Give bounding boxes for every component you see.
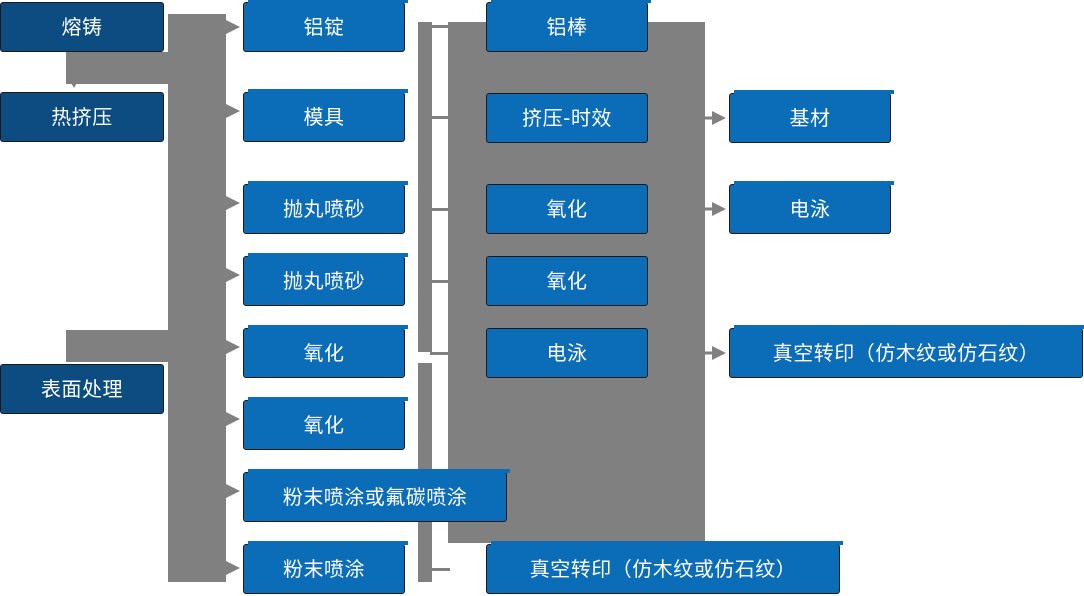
node-powder-or-fluorocarbon-coating[interactable]: 粉末喷涂或氟碳喷涂 (243, 469, 510, 522)
node-electrophoresis-2[interactable]: 电泳 (729, 181, 894, 234)
node-oxidation-4[interactable]: 氧化 (486, 256, 648, 306)
node-shot-blasting-2[interactable]: 抛丸喷砂 (243, 253, 408, 306)
arrowhead-to-oxidation-1 (226, 340, 240, 354)
node-stage-surface-treatment[interactable]: 表面处理 (0, 364, 164, 414)
connector-link-4 (430, 280, 450, 283)
node-label: 电泳 (546, 341, 588, 365)
node-label: 铝棒 (546, 15, 588, 39)
arrowhead-to-oxidation-2 (226, 412, 240, 426)
arrowhead-to-mold (226, 104, 240, 118)
node-label: 电泳 (789, 197, 831, 221)
connector-link-6 (430, 568, 450, 571)
node-stage-melt-cast[interactable]: 熔铸 (0, 2, 164, 52)
node-oxidation-1[interactable]: 氧化 (243, 325, 408, 378)
arrowhead-to-substrate (712, 111, 726, 125)
node-label: 真空转印（仿木纹或仿石纹） (772, 341, 1040, 365)
arrowhead-to-vacuum-transfer-right (712, 346, 726, 360)
node-label: 挤压-时效 (522, 106, 612, 130)
node-electrophoresis-1[interactable]: 电泳 (486, 328, 648, 378)
arrowhead-to-aluminum-ingot (226, 20, 240, 34)
node-label: 氧化 (303, 341, 345, 365)
node-extrusion-aging[interactable]: 挤压-时效 (486, 93, 648, 143)
connector-link-2 (430, 116, 450, 119)
arrowhead-to-shot-blasting-1 (226, 196, 240, 210)
node-powder-coating[interactable]: 粉末喷涂 (243, 541, 408, 594)
node-stage-hot-extrusion[interactable]: 热挤压 (0, 92, 164, 142)
arrowhead-to-electrophoresis-2 (712, 202, 726, 216)
node-label: 氧化 (546, 197, 588, 221)
node-label: 氧化 (303, 413, 345, 437)
node-label: 氧化 (546, 269, 588, 293)
node-substrate[interactable]: 基材 (729, 90, 894, 143)
node-label: 抛丸喷砂 (283, 269, 365, 293)
arrowhead-to-powder-coating (226, 561, 240, 575)
node-label: 真空转印（仿木纹或仿石纹） (529, 557, 797, 581)
node-label: 熔铸 (61, 15, 103, 39)
node-label: 粉末喷涂或氟碳喷涂 (282, 485, 468, 509)
node-label: 表面处理 (41, 377, 123, 401)
arrowhead-to-powder-or-fluorocarbon (226, 484, 240, 498)
node-label: 抛丸喷砂 (283, 197, 365, 221)
node-aluminum-bar[interactable]: 铝棒 (486, 0, 651, 52)
arrowhead-to-shot-blasting-2 (226, 268, 240, 282)
node-aluminum-ingot[interactable]: 铝锭 (243, 0, 408, 52)
connector-mid-bar (418, 22, 432, 352)
node-label: 粉末喷涂 (283, 557, 365, 581)
node-label: 热挤压 (51, 105, 113, 129)
node-shot-blasting-1[interactable]: 抛丸喷砂 (243, 181, 408, 234)
connector-link-3 (430, 208, 450, 211)
node-label: 基材 (789, 106, 831, 130)
node-label: 铝锭 (303, 15, 345, 39)
node-label: 模具 (303, 105, 345, 129)
node-oxidation-2[interactable]: 氧化 (243, 397, 408, 450)
connector-link-5 (430, 352, 450, 355)
connector-melt-to-extrusion-stub (66, 52, 176, 84)
node-vacuum-transfer-right[interactable]: 真空转印（仿木纹或仿石纹） (729, 325, 1084, 378)
node-mold[interactable]: 模具 (243, 89, 408, 142)
connector-surface-stub (66, 330, 176, 362)
node-oxidation-3[interactable]: 氧化 (486, 184, 648, 234)
node-vacuum-transfer-bottom[interactable]: 真空转印（仿木纹或仿石纹） (486, 541, 843, 594)
connector-left-block (168, 14, 226, 582)
connector-link-1 (430, 25, 450, 28)
